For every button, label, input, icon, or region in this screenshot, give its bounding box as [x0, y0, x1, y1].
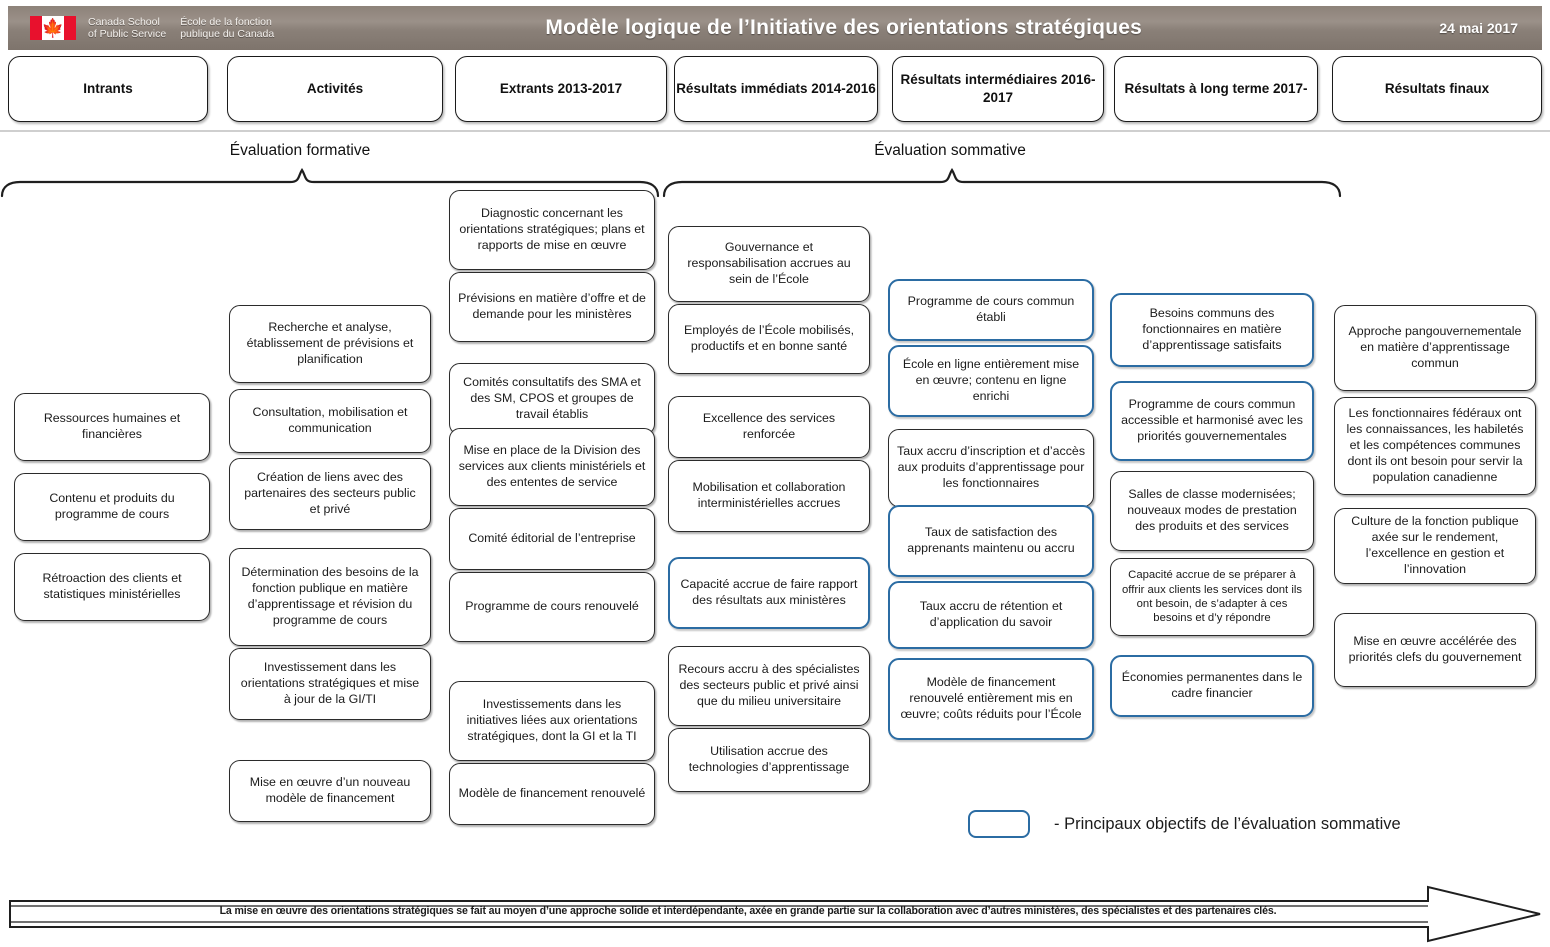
node-extrants-0: Diagnostic concernant les orientations s…	[449, 190, 655, 270]
node-activites-3: Détermination des besoins de la fonction…	[229, 548, 431, 646]
page-title: Modèle logique de l’Initiative des orien…	[545, 16, 1142, 39]
brace-formative	[0, 168, 660, 198]
node-extrants-3: Mise en place de la Division des service…	[449, 428, 655, 506]
node-finaux-3: Mise en œuvre accélérée des priorités cl…	[1334, 613, 1536, 687]
column-header-immediats: Résultats immédiats 2014-2016	[674, 56, 878, 122]
node-activites-4: Investissement dans les orientations str…	[229, 648, 431, 720]
node-activites-1: Consultation, mobilisation et communicat…	[229, 389, 431, 453]
node-long-terme-0: Besoins communs des fonctionnaires en ma…	[1110, 293, 1314, 367]
node-immediats-2: Excellence des services renforcée	[668, 396, 870, 458]
column-header-long-terme: Résultats à long terme 2017-	[1114, 56, 1318, 122]
node-intermediaires-4: Taux accru de rétention et d’application…	[888, 581, 1094, 649]
legend-swatch-highlight	[968, 810, 1030, 838]
legend-label: - Principaux objectifs de l’évaluation s…	[1054, 814, 1401, 833]
org-name-en: Canada School of Public Service	[88, 15, 167, 40]
node-finaux-0: Approche pangouvernementale en matière d…	[1334, 305, 1536, 391]
canada-flag-icon: 🍁	[30, 16, 76, 40]
node-long-terme-3: Capacité accrue de se préparer à offrir …	[1110, 558, 1314, 636]
node-intermediaires-0: Programme de cours commun établi	[888, 279, 1094, 341]
node-intrants-2: Rétroaction des clients et statistiques …	[14, 553, 210, 621]
node-intermediaires-2: Taux accru d’inscription et d’accès aux …	[888, 429, 1094, 507]
org-name-fr: École de la fonction publique du Canada	[180, 15, 275, 40]
eval-label-formative: Évaluation formative	[229, 142, 371, 159]
column-header-extrants: Extrants 2013-2017	[455, 56, 667, 122]
node-intrants-1: Contenu et produits du programme de cour…	[14, 473, 210, 541]
node-finaux-1: Les fonctionnaires fédéraux ont les conn…	[1334, 397, 1536, 495]
node-activites-0: Recherche et analyse, établissement de p…	[229, 305, 431, 383]
node-extrants-6: Investissements dans les initiatives lié…	[449, 681, 655, 761]
app-header-banner: 🍁 Canada School of Public Service École …	[8, 6, 1542, 50]
column-header-intrants: Intrants	[8, 56, 208, 122]
node-immediats-1: Employés de l’École mobilisés, productif…	[668, 304, 870, 374]
node-intermediaires-5: Modèle de financement renouvelé entièrem…	[888, 658, 1094, 740]
column-header-activites: Activités	[227, 56, 443, 122]
node-extrants-7: Modèle de financement renouvelé	[449, 763, 655, 825]
bottom-arrow-banner: La mise en œuvre des orientations straté…	[8, 885, 1542, 943]
node-long-terme-2: Salles de classe modernisées; nouveaux m…	[1110, 471, 1314, 551]
arrow-shape-icon	[9, 885, 1541, 943]
bottom-arrow-text: La mise en œuvre des orientations straté…	[219, 905, 1277, 917]
node-immediats-4: Capacité accrue de faire rapport des rés…	[668, 557, 870, 629]
node-extrants-1: Prévisions en matière d’offre et de dema…	[449, 272, 655, 342]
column-headers: Intrants Activités Extrants 2013-2017 Ré…	[8, 56, 1542, 126]
node-intermediaires-3: Taux de satisfaction des apprenants main…	[888, 505, 1094, 577]
node-immediats-6: Utilisation accrue des technologies d’ap…	[668, 728, 870, 792]
eval-label-sommative: Évaluation sommative	[874, 142, 1026, 159]
node-extrants-4: Comité éditorial de l’entreprise	[449, 508, 655, 570]
node-extrants-5: Programme de cours renouvelé	[449, 572, 655, 642]
node-intrants-0: Ressources humaines et financières	[14, 393, 210, 461]
node-extrants-2: Comités consultatifs des SMA et des SM, …	[449, 363, 655, 435]
header-divider	[0, 130, 1550, 132]
node-activites-5: Mise en œuvre d’un nouveau modèle de fin…	[229, 760, 431, 822]
node-activites-2: Création de liens avec des partenaires d…	[229, 458, 431, 530]
column-header-intermediaires: Résultats intermédiaires 2016-2017	[892, 56, 1104, 122]
logo-area: 🍁 Canada School of Public Service École …	[8, 16, 308, 40]
column-header-finaux: Résultats finaux	[1332, 56, 1542, 122]
node-finaux-2: Culture de la fonction publique axée sur…	[1334, 508, 1536, 584]
legend: - Principaux objectifs de l’évaluation s…	[968, 810, 1401, 838]
node-long-terme-1: Programme de cours commun accessible et …	[1110, 381, 1314, 461]
node-immediats-3: Mobilisation et collaboration interminis…	[668, 460, 870, 532]
brace-sommative	[662, 168, 1342, 198]
header-date: 24 mai 2017	[1439, 20, 1518, 36]
node-immediats-5: Recours accru à des spécialistes des sec…	[668, 646, 870, 726]
node-intermediaires-1: École en ligne entièrement mise en œuvre…	[888, 345, 1094, 417]
node-long-terme-4: Économies permanentes dans le cadre fina…	[1110, 655, 1314, 717]
node-immediats-0: Gouvernance et responsabilisation accrue…	[668, 226, 870, 302]
